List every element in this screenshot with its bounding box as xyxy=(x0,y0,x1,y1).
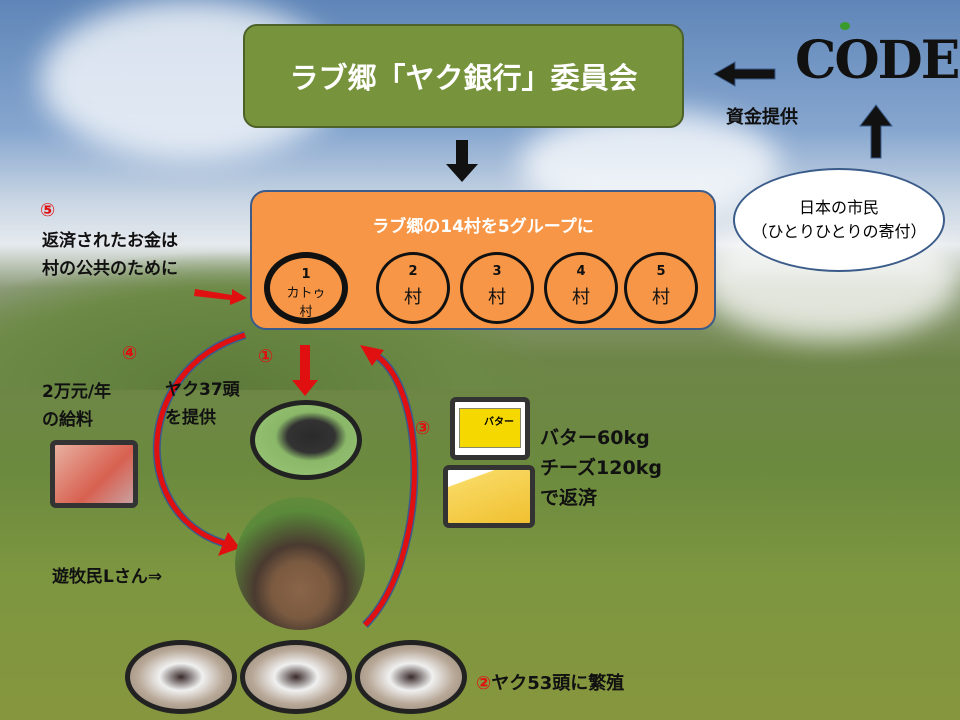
step3-line2: チーズ120kg xyxy=(540,457,662,479)
yak-herd-photo xyxy=(125,640,237,714)
up-arrow-icon xyxy=(858,104,894,159)
red-arrowhead-icon xyxy=(218,532,240,556)
step3-text: バター60kg チーズ120kg で返済 xyxy=(540,423,662,513)
red-right-arrow-icon xyxy=(194,289,247,305)
step1-line1: ヤク37頭 xyxy=(165,380,240,400)
donors-line2: （ひとりひとりの寄付） xyxy=(751,222,927,241)
village-number: 5 xyxy=(656,264,666,279)
red-arrowhead-icon xyxy=(360,345,384,366)
step5-text: 返済されたお金は村の公共のために xyxy=(42,227,178,283)
funding-label: 資金提供 xyxy=(726,107,798,128)
committee-title: ラブ郷「ヤク銀行」委員会 xyxy=(289,61,638,95)
village-suffix: 村 xyxy=(572,287,590,308)
logo-text: CODE xyxy=(795,30,960,91)
cheese-photo xyxy=(443,465,535,528)
step5-line2: 村の公共のために xyxy=(42,259,178,279)
left-arrow-icon xyxy=(712,61,776,87)
step4-line2: の給料 xyxy=(42,410,93,430)
step1-line2: を提供 xyxy=(165,408,216,428)
butter-label: バター xyxy=(459,408,521,448)
cycle-arc-left xyxy=(152,331,247,549)
step3-marker: ③ xyxy=(415,418,431,439)
step2-marker: ② xyxy=(476,673,492,694)
money-photo xyxy=(50,440,138,508)
village-1: 1 カトゥ村 xyxy=(264,252,348,324)
village-suffix: 村 xyxy=(488,287,506,308)
committee-title-box: ラブ郷「ヤク銀行」委員会 xyxy=(243,24,684,128)
step4-line1: 2万元/年 xyxy=(42,382,112,402)
donors-ellipse: 日本の市民 （ひとりひとりの寄付） xyxy=(733,168,945,272)
butter-photo: バター xyxy=(450,397,530,460)
step1-text: ヤク37頭を提供 xyxy=(165,376,240,432)
down-arrow-icon xyxy=(446,140,478,182)
yak-photo xyxy=(250,400,362,480)
village-name: カトゥ xyxy=(286,286,326,301)
step2-label: ②ヤク53頭に繁殖 xyxy=(476,673,625,694)
donors-line1: 日本の市民 xyxy=(798,198,879,217)
step2-text: ②ヤク53頭に繁殖 xyxy=(476,670,624,698)
herder-photo xyxy=(235,497,365,630)
village-number: 2 xyxy=(408,264,418,279)
yak-herd-photo xyxy=(355,640,467,714)
step3-line3: で返済 xyxy=(540,487,598,509)
village-number: 3 xyxy=(492,264,502,279)
yak-herd-photo xyxy=(240,640,352,714)
code-logo: CODE xyxy=(795,30,960,91)
village-suffix: 村 xyxy=(404,287,422,308)
step4-marker: ④ xyxy=(122,343,138,364)
step5-marker: ⑤ xyxy=(40,200,56,221)
villages-title: ラブ郷の14村を5グループに xyxy=(372,217,594,237)
village-number: 4 xyxy=(576,264,586,279)
step1-marker: ① xyxy=(258,346,274,367)
village-suffix: 村 xyxy=(652,287,670,308)
sprout-icon xyxy=(840,22,850,30)
village-suffix: 村 xyxy=(299,305,313,320)
step5-line1: 返済されたお金は xyxy=(42,231,178,251)
red-down-arrow-icon xyxy=(292,345,318,396)
step3-line1: バター60kg xyxy=(540,427,650,449)
village-number: 1 xyxy=(301,267,311,282)
herder-label: 遊牧民Lさん⇒ xyxy=(52,567,163,587)
step4-text: 2万元/年の給料 xyxy=(42,378,111,434)
